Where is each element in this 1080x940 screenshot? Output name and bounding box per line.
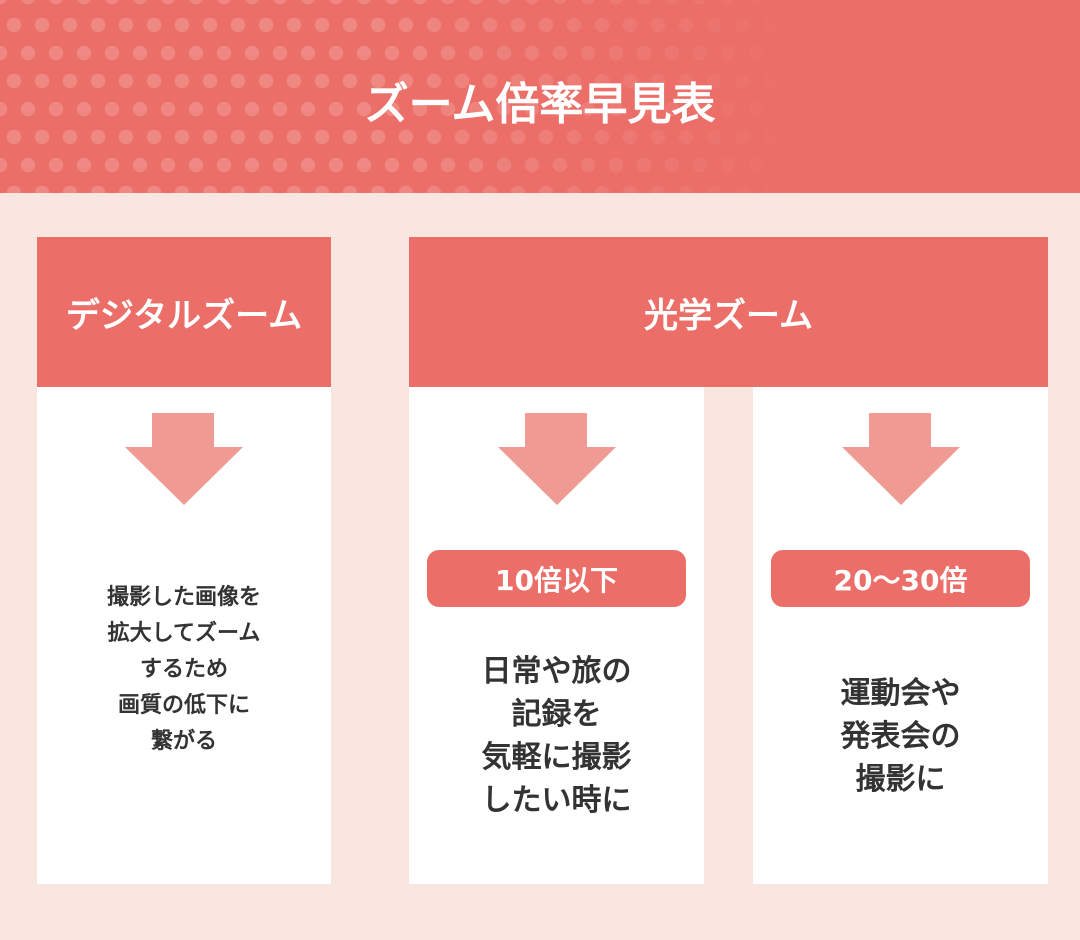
digital-zoom-description: 撮影した画像を 拡大してズーム するため 画質の低下に 繋がる bbox=[106, 585, 261, 754]
badge-10x-or-less: 10倍以下 bbox=[427, 550, 686, 607]
optical-zoom-heading: 光学ズーム bbox=[409, 237, 1048, 387]
down-arrow-icon bbox=[125, 413, 243, 505]
header-fade bbox=[0, 0, 1080, 193]
optical-col-1-description: 日常や旅の 記録を 気軽に撮影 したい時に bbox=[481, 654, 632, 818]
down-arrow-icon bbox=[498, 413, 616, 505]
page-title: ズーム倍率早見表 bbox=[364, 79, 716, 130]
badge-20-30x: 20〜30倍 bbox=[771, 550, 1030, 607]
down-arrow-icon bbox=[842, 413, 960, 505]
digital-zoom-heading: デジタルズーム bbox=[37, 237, 331, 387]
optical-col-2-description: 運動会や 発表会の 撮影に bbox=[840, 676, 961, 797]
